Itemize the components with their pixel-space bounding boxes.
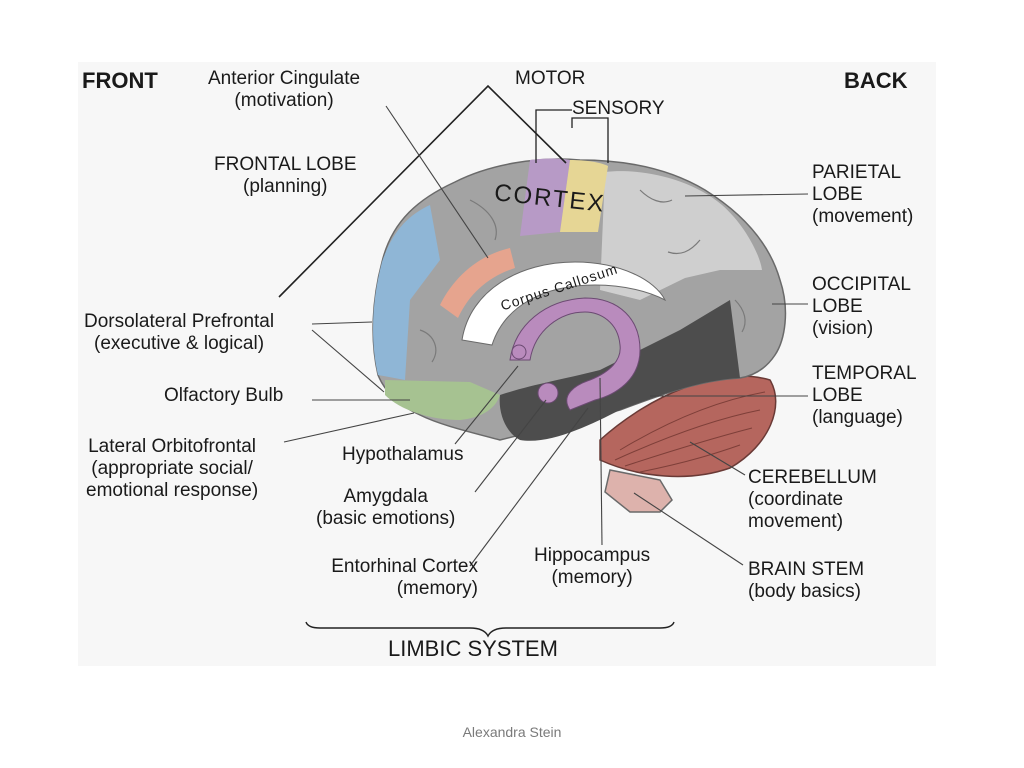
sensory-strip-shape [560,160,608,232]
limbic-system-label: LIMBIC SYSTEM [388,636,558,661]
amygdala-shape [537,382,559,404]
frontal-lobe-label: FRONTAL LOBE(planning) [214,154,357,197]
hypothalamus-label: Hypothalamus [342,444,464,465]
frontal-bracket [278,84,567,298]
back-header: BACK [844,68,908,93]
dorsolateral-prefrontal-label: Dorsolateral Prefrontal(executive & logi… [84,311,275,354]
limbic-structures-shape [509,297,641,411]
hypothalamus-shape [511,344,527,360]
anterior-cingulate-label: Anterior Cingulate(motivation) [208,68,361,111]
leader-lines [283,105,809,567]
dorsolateral-prefrontal-shape [373,205,440,380]
sensory-label: SENSORY [572,98,665,119]
sensory-bracket [571,117,609,163]
lateral-orbitofrontal-label: Lateral Orbitofrontal(appropriate social… [86,436,259,501]
entorhinal-cortex-label: Entorhinal Cortex(memory) [331,556,478,599]
brain-stem-label: BRAIN STEM(body basics) [748,559,865,602]
limbic-brace [305,621,675,638]
corpus-callosum-shape [461,261,667,346]
cerebellum-shape [599,375,777,478]
front-header: FRONT [82,68,158,93]
motor-strip-shape [520,158,570,236]
hippocampus-label: Hippocampus(memory) [534,545,651,588]
parietal-shape [600,171,762,300]
author-footer: Alexandra Stein [462,724,562,740]
olfactory-bulb-label: Olfactory Bulb [164,385,284,406]
motor-label: MOTOR [515,68,586,89]
amygdala-label: Amygdala(basic emotions) [316,486,456,529]
motor-bracket [535,109,572,163]
cerebellum-texture [614,391,766,473]
anterior-cingulate-shape [440,248,515,318]
gyri-lines [419,189,746,363]
orbitofrontal-shape [385,380,500,420]
brain-stem-shape [604,469,673,513]
